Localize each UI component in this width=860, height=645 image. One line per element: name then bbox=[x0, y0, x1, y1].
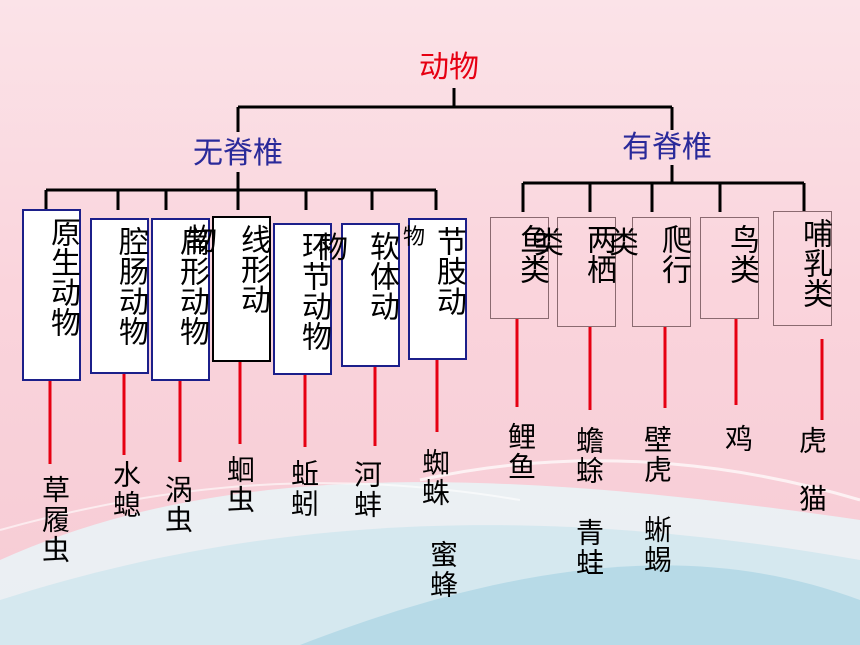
root-label: 动物 bbox=[419, 50, 479, 85]
class-box-mammal: 哺乳类 bbox=[773, 211, 832, 326]
class-box-mollusk: 软体动 bbox=[341, 223, 400, 367]
vertebrate-label: 有脊椎 bbox=[622, 130, 712, 165]
class-box-amphibian: 两栖 bbox=[557, 217, 616, 327]
overflow-text: 物 bbox=[318, 231, 348, 266]
class-name: 哺乳类 bbox=[797, 218, 832, 308]
class-box-bird: 鸟类 bbox=[700, 217, 759, 319]
class-box-coelenterata: 腔肠动物 bbox=[90, 218, 149, 374]
example-chicken: 鸡 bbox=[721, 424, 754, 454]
class-box-protozoa: 原生动物 bbox=[22, 209, 81, 381]
class-name: 两栖 bbox=[581, 224, 616, 284]
overflow-text: 类 bbox=[534, 226, 564, 261]
class-name: 鸟类 bbox=[724, 224, 759, 284]
class-box-roundworm: 线形动 bbox=[212, 216, 271, 362]
example-tiger: 虎 bbox=[795, 426, 828, 456]
example-lizard: 蜥蜴 bbox=[640, 515, 673, 575]
class-box-arthropod: 节肢动 bbox=[408, 218, 467, 360]
example-gecko: 壁虎 bbox=[640, 425, 673, 485]
class-box-flatworm: 扁形动物 bbox=[151, 218, 210, 381]
class-box-reptile: 爬行 bbox=[632, 217, 691, 327]
example-roundworm: 蛔虫 bbox=[223, 455, 256, 515]
invertebrate-label: 无脊椎 bbox=[193, 136, 283, 171]
class-name: 扁形动物 bbox=[174, 226, 209, 346]
example-paramecium: 草履虫 bbox=[38, 475, 71, 565]
class-name: 原生动物 bbox=[45, 217, 80, 337]
example-spider: 蜘蛛 bbox=[418, 448, 451, 508]
class-name: 节肢动 bbox=[431, 226, 466, 316]
example-toad: 蟾蜍 bbox=[572, 426, 605, 486]
overflow-text: 物 bbox=[403, 225, 426, 250]
example-hydra: 水螅 bbox=[109, 460, 142, 520]
example-bee: 蜜蜂 bbox=[426, 540, 459, 600]
class-name: 爬行 bbox=[656, 224, 691, 284]
class-name: 腔肠动物 bbox=[113, 226, 148, 346]
class-name: 软体动 bbox=[364, 231, 399, 321]
class-name: 鱼类 bbox=[514, 224, 549, 284]
overflow-text: 类 bbox=[609, 226, 639, 261]
example-earthworm: 蚯蚓 bbox=[287, 459, 320, 519]
example-cat: 猫 bbox=[795, 484, 828, 514]
class-name: 线形动 bbox=[235, 224, 270, 314]
example-frog: 青蛙 bbox=[572, 518, 605, 578]
class-name: 环节动物 bbox=[296, 231, 331, 351]
example-clam: 河蚌 bbox=[350, 460, 383, 520]
example-planarian: 涡虫 bbox=[161, 475, 194, 535]
overflow-text: 物 bbox=[187, 223, 217, 258]
class-box-annelid: 环节动物 bbox=[273, 223, 332, 375]
class-box-fish: 鱼类 bbox=[490, 217, 549, 319]
example-carp: 鲤鱼 bbox=[504, 422, 537, 482]
